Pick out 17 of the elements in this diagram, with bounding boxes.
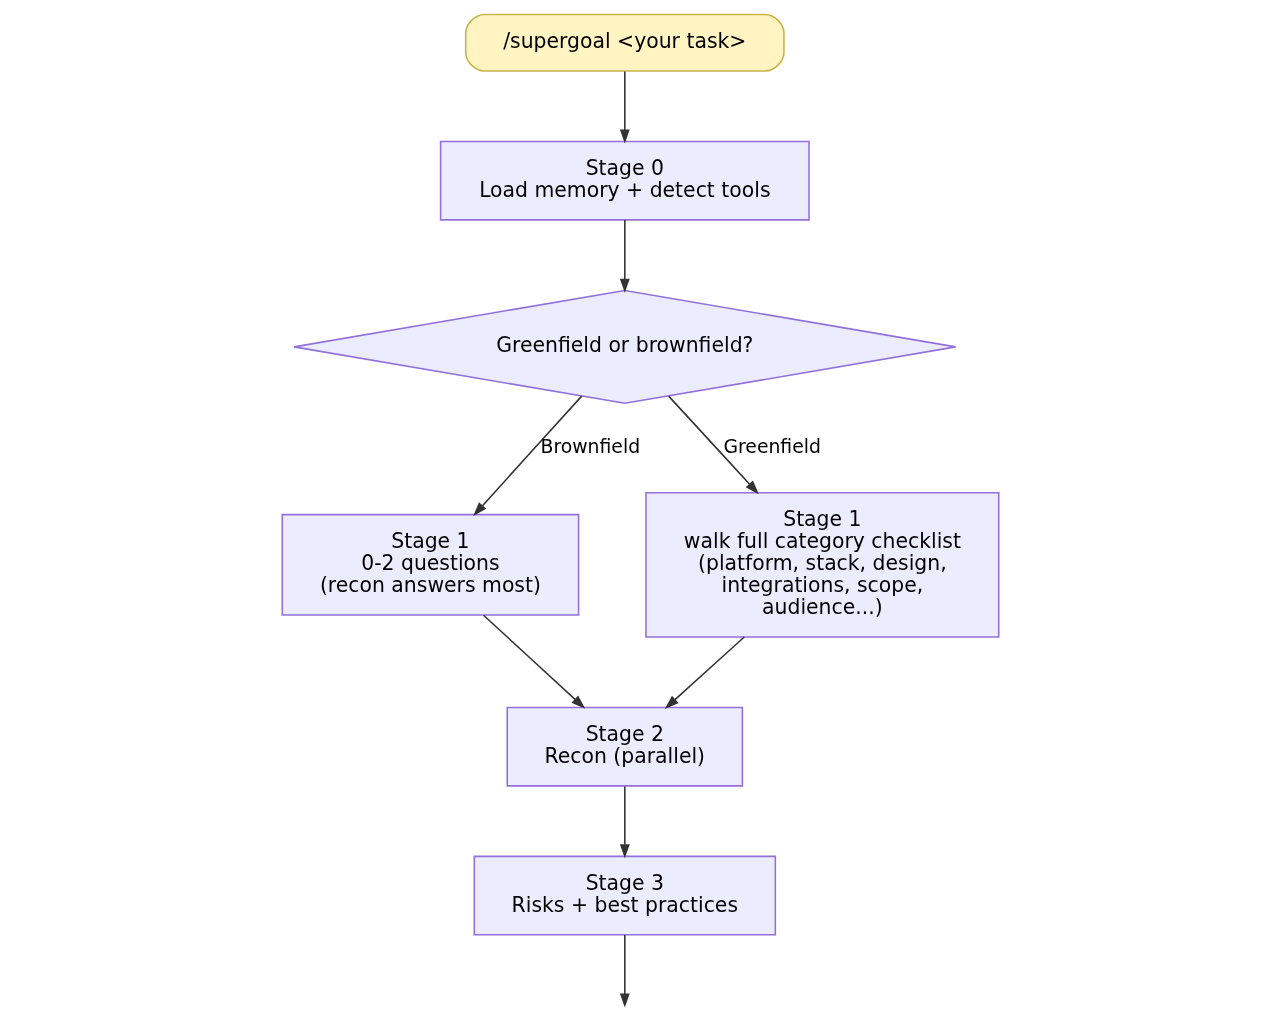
- arrow: [482, 614, 585, 709]
- node-box: /supergoal <your task>: [464, 13, 785, 72]
- arrow: [472, 395, 582, 516]
- arrow: [619, 785, 630, 859]
- arrow: [619, 934, 630, 1008]
- edge-label: Greenfield: [722, 435, 821, 457]
- node-box: Stage 2 Recon (parallel): [505, 706, 743, 787]
- node-box: Stage 0 Load memory + detect tools: [439, 140, 810, 221]
- arrow: [667, 395, 759, 495]
- arrow: [619, 219, 630, 293]
- node-box: Stage 3 Risks + best practices: [473, 855, 776, 936]
- edge-label: Brownfield: [540, 435, 640, 457]
- node-diamond: Greenfield or brownfield?: [292, 289, 956, 405]
- arrow: [619, 70, 630, 144]
- node-box: Stage 1 walk full category checklist (platform, stack, design, integrations, scope, audience...): [644, 491, 999, 638]
- arrow: [664, 636, 745, 709]
- node-box: Stage 1 0-2 questions (recon answers most): [281, 513, 579, 616]
